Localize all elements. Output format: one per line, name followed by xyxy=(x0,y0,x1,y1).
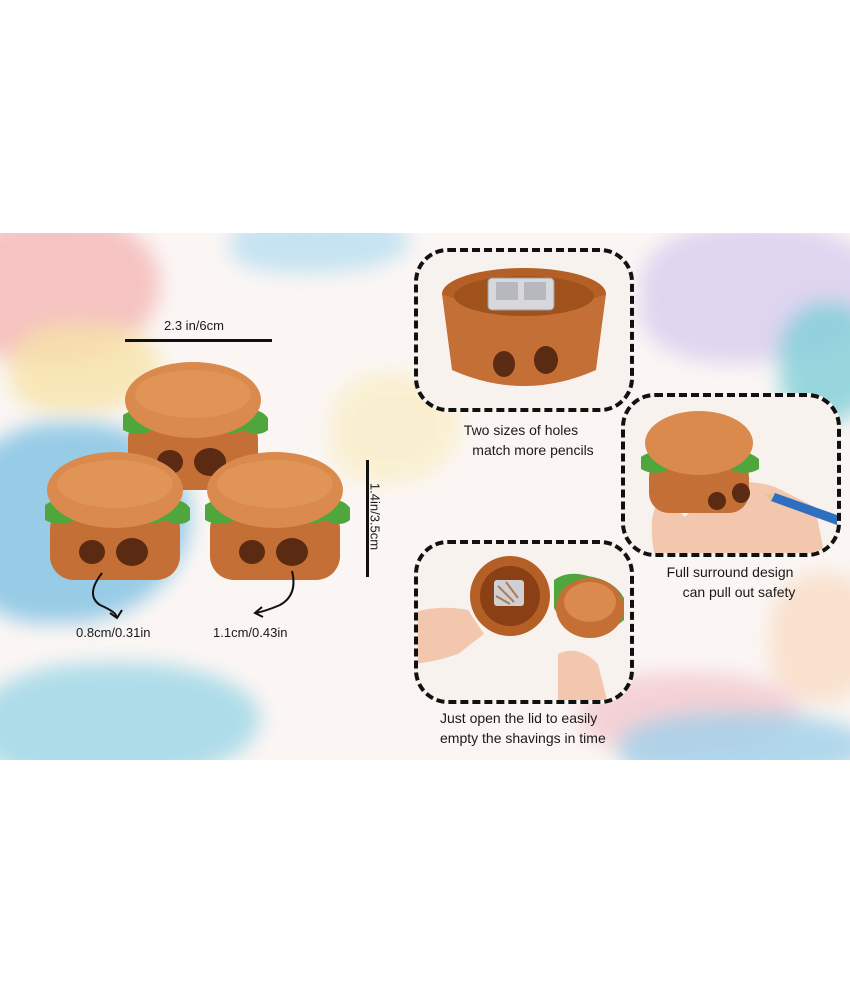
surround-caption-line2: can pull out safety xyxy=(682,584,796,600)
holes-caption-line2: match more pencils xyxy=(472,442,594,458)
lid-caption-line1: Just open the lid to easily xyxy=(440,710,598,726)
feature-frame-surround xyxy=(621,393,841,557)
lid-caption: Just open the lid to easily empty the sh… xyxy=(430,708,630,748)
surround-caption-line1: Full surround design xyxy=(666,564,794,580)
sharpener-right xyxy=(205,452,350,580)
height-label: 1.4in/3.5cm xyxy=(367,482,383,551)
feature-frame-holes xyxy=(414,248,634,412)
open-sharpener-illustration xyxy=(442,268,606,386)
lid-open-illustration xyxy=(418,556,624,700)
holes-caption-line1: Two sizes of holes xyxy=(463,422,579,438)
watercolor-teal-bottom xyxy=(0,663,260,760)
width-label: 2.3 in/6cm xyxy=(164,318,224,333)
large-hole-label: 1.1cm/0.43in xyxy=(213,625,288,640)
watercolor-peach-right xyxy=(770,573,850,703)
watercolor-blue-bottom xyxy=(620,713,850,760)
surround-caption: Full surround design can pull out safety xyxy=(650,562,810,602)
feature-frame-lid xyxy=(414,540,634,704)
sharpener-in-hand-illustration xyxy=(641,411,837,553)
sharpener-stack-illustration xyxy=(45,362,350,620)
lid-caption-line2: empty the shavings in time xyxy=(440,730,606,746)
watercolor-blue-top xyxy=(230,233,410,273)
sharpener-left xyxy=(45,452,190,580)
width-line xyxy=(125,339,272,342)
small-hole-label: 0.8cm/0.31in xyxy=(76,625,151,640)
holes-caption: Two sizes of holes match more pencils xyxy=(441,420,601,460)
height-line xyxy=(366,460,369,577)
